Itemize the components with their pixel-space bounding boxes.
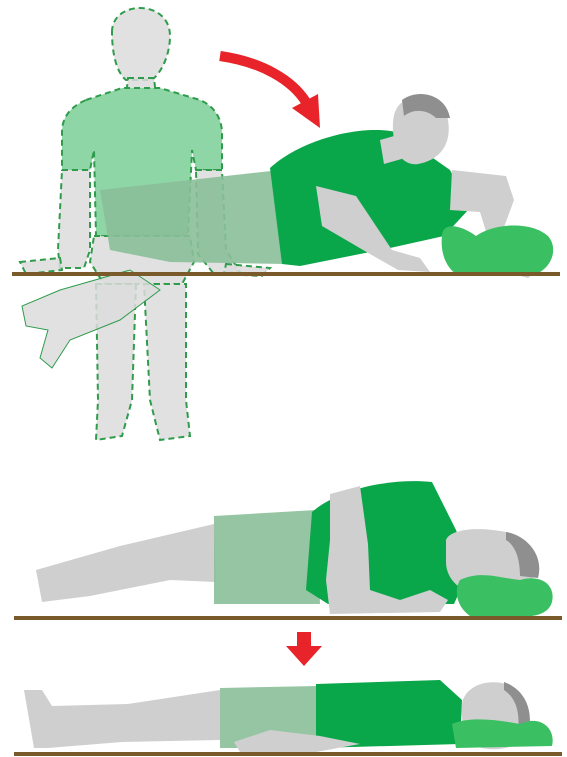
bed-line-2 xyxy=(14,616,562,620)
curved-arrow-icon xyxy=(220,56,320,128)
bed-line-3 xyxy=(14,752,562,756)
side-legs xyxy=(36,524,216,602)
side-shorts xyxy=(214,510,320,604)
back-shirt xyxy=(316,680,462,748)
ghost-right-leg xyxy=(144,284,190,440)
panel-sit-to-side-lying xyxy=(12,8,560,440)
panel-side-lying xyxy=(14,481,562,620)
ghost-left-hand xyxy=(20,258,62,274)
ghost-left-arm xyxy=(58,170,90,268)
ghost-head xyxy=(112,8,170,80)
bed-line-1 xyxy=(12,272,560,276)
ghost-swinging-leg xyxy=(22,270,160,368)
down-arrow-icon xyxy=(286,632,322,666)
pillow-3 xyxy=(452,719,553,748)
panel-back-lying xyxy=(14,680,562,756)
pillow-1 xyxy=(442,225,554,276)
pillow-2 xyxy=(457,575,553,617)
back-legs xyxy=(24,690,220,748)
